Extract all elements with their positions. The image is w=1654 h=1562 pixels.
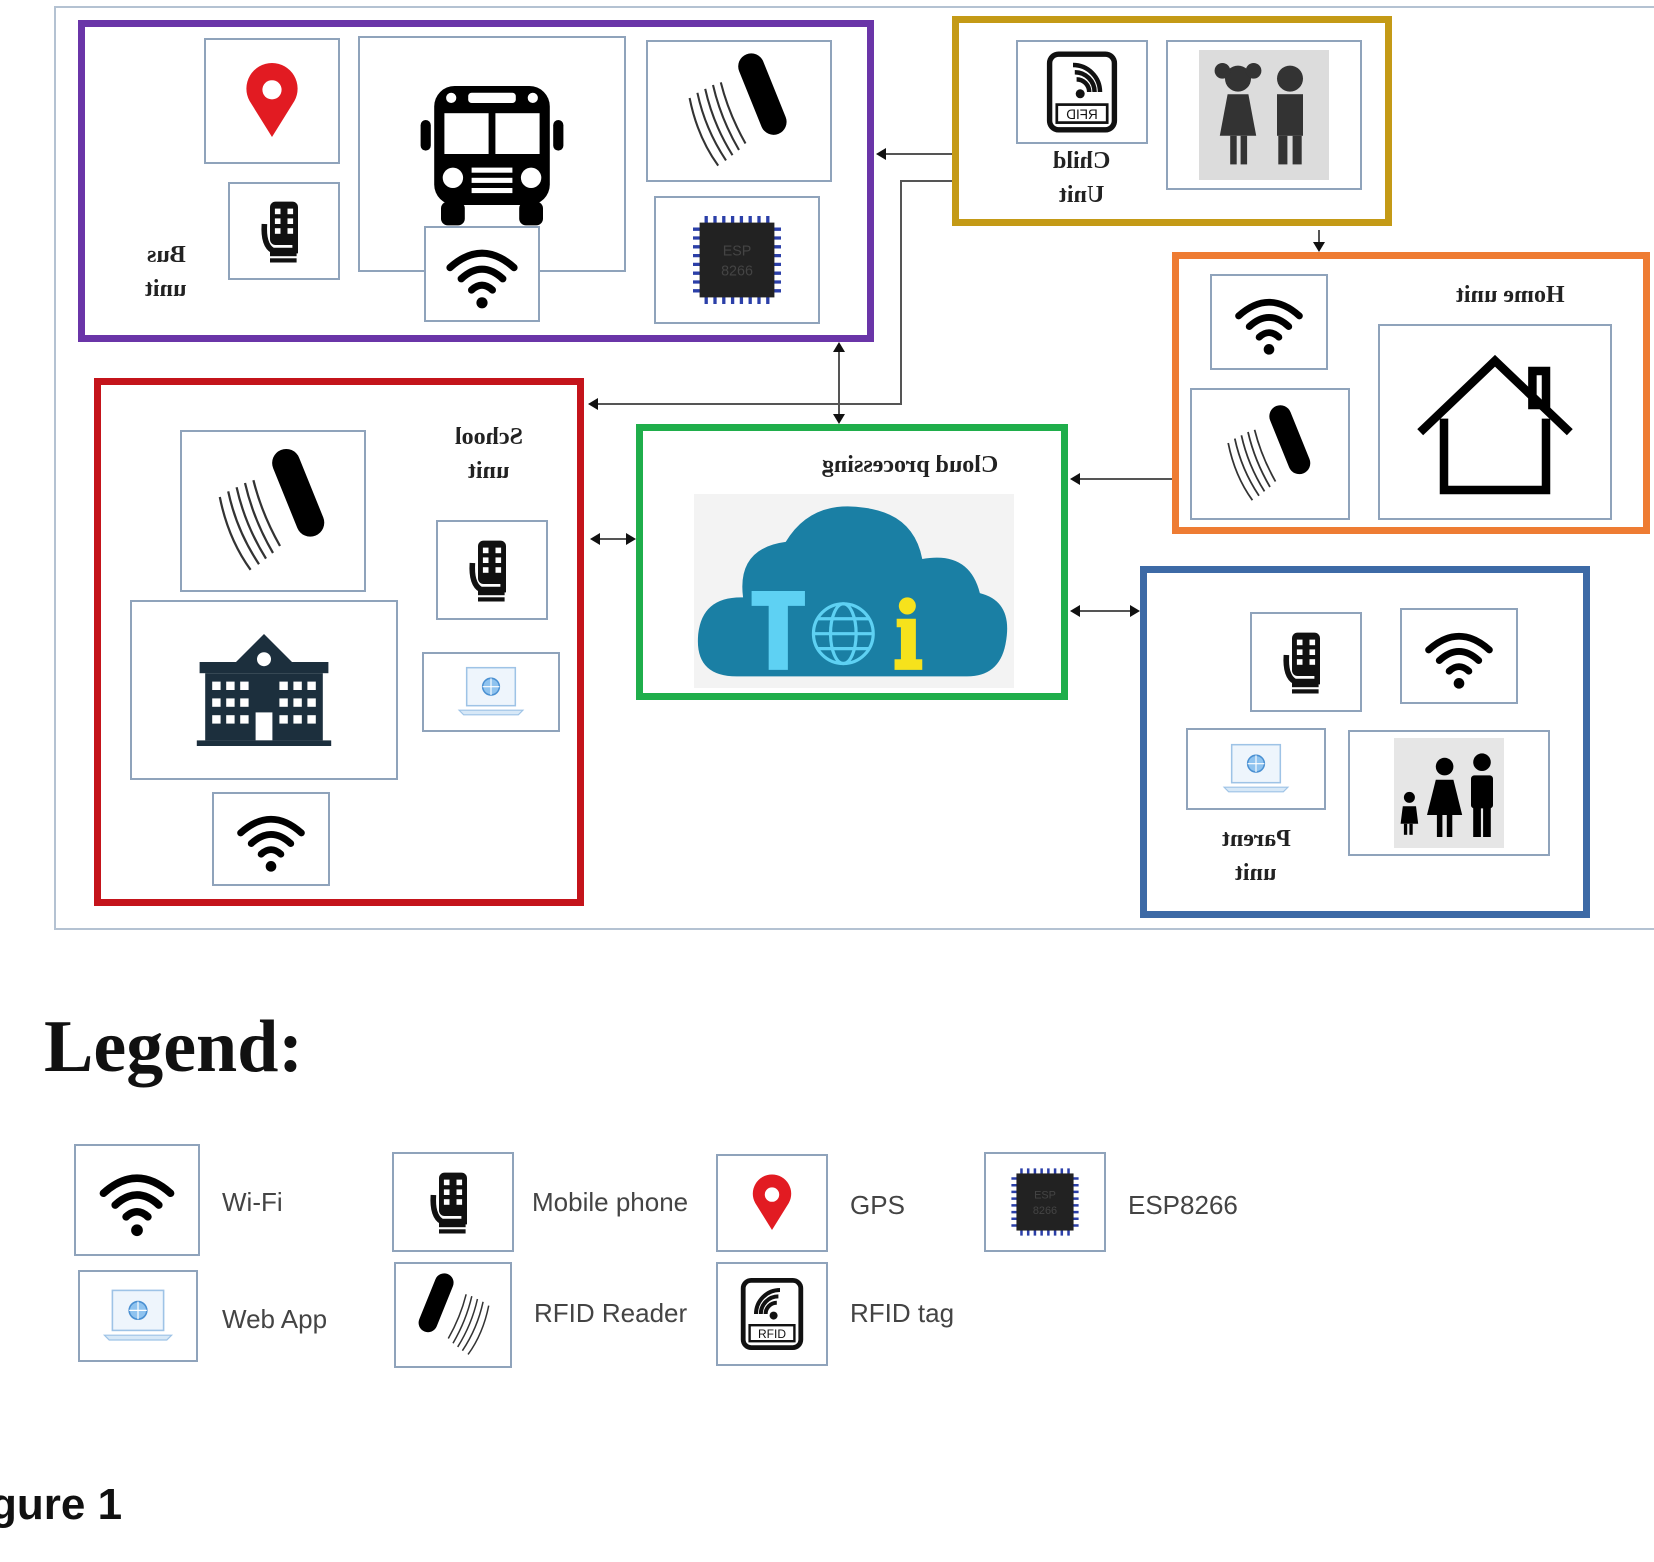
rfid-reader-icon [405, 1268, 501, 1362]
esp8266-chip-icon [1002, 1160, 1088, 1244]
house-box [1378, 324, 1612, 520]
connector-child-to-home [1318, 230, 1320, 248]
home-unit [1172, 252, 1650, 534]
arrowhead [590, 533, 600, 545]
legend-title: Legend: [44, 1006, 303, 1088]
cloud-image [694, 494, 1014, 688]
arrowhead [876, 148, 886, 160]
connector-child-to-school-v [900, 180, 902, 404]
rfid-tag-icon [732, 1272, 812, 1356]
mobile-phone-icon [457, 527, 527, 613]
legend-label-esp: ESP8266 [1128, 1190, 1238, 1220]
connector-cloud-parent [1076, 610, 1136, 612]
rfid-reader-icon [664, 46, 814, 176]
arrowhead [1070, 605, 1080, 617]
mobile-phone-icon [1271, 619, 1341, 705]
parent-webapp-box [1186, 728, 1326, 810]
legend-esp-box [984, 1152, 1106, 1252]
school-wifi-box [212, 792, 330, 886]
school-unit [94, 378, 584, 906]
house-icon [1405, 337, 1585, 507]
figure-caption: gure 1 [0, 1480, 123, 1529]
rfid-tag-icon [1037, 47, 1127, 137]
wifi-icon [1419, 618, 1499, 694]
parent-wifi-box [1400, 608, 1518, 704]
web-app-icon [436, 654, 546, 730]
legend-wifi-box [74, 1144, 200, 1256]
wifi-icon [95, 1158, 179, 1242]
legend-label-wifi: Wi-Fi [222, 1187, 283, 1217]
wifi-icon [232, 801, 310, 877]
arrowhead [1070, 473, 1080, 485]
legend-label-gps: GPS [850, 1190, 905, 1220]
school-webapp-box [422, 652, 560, 732]
web-app-icon [1201, 731, 1311, 807]
mobile-phone-icon [249, 188, 319, 274]
rfid-reader-icon [198, 441, 348, 581]
arrowhead [1130, 605, 1140, 617]
rfid-tag-box [1016, 40, 1148, 144]
family-icon [1364, 738, 1534, 848]
legend-webapp-box [78, 1270, 198, 1362]
cloud-iot-icon [694, 494, 1014, 688]
school-building-box [130, 600, 398, 780]
legend-gps-box [716, 1154, 828, 1252]
wifi-icon [1229, 284, 1309, 360]
parent-unit [1140, 566, 1590, 918]
arrowhead [833, 414, 845, 424]
legend-rfid-tag-box [716, 1262, 828, 1366]
school-mobile-box [436, 520, 548, 620]
home-unit-label: Home unit [1455, 282, 1565, 308]
arrowhead [833, 342, 845, 352]
parent-mobile-box [1250, 612, 1362, 712]
bus-unit [78, 20, 874, 342]
esp8266-chip-icon [677, 205, 797, 315]
home-wifi-box [1210, 274, 1328, 370]
mobile-box [228, 182, 340, 280]
child-unit [952, 16, 1392, 226]
cloud-unit-label: Cloud processing [821, 452, 999, 478]
legend-label-reader: RFID Reader [534, 1298, 688, 1328]
school-rfid-reader-box [180, 430, 366, 592]
connector-child-to-bus [882, 153, 952, 155]
rfid-reader-icon [1205, 399, 1335, 509]
children-icon [1189, 50, 1339, 180]
connector-school-cloud [596, 538, 632, 540]
connector-child-to-school-h1 [900, 180, 952, 182]
family-box [1348, 730, 1550, 856]
legend-label-rfid-tag: RFID tag [850, 1298, 955, 1328]
children-box [1166, 40, 1362, 190]
arrowhead [1313, 242, 1325, 252]
legend-mobile-box [392, 1152, 514, 1252]
mobile-phone-icon [418, 1160, 488, 1244]
legend-label-mobile: Mobile phone [532, 1187, 689, 1217]
school-building-icon [164, 620, 364, 760]
connector-home-to-cloud [1076, 478, 1172, 480]
legend-label-webapp: Web App [222, 1304, 328, 1334]
gps-box [204, 38, 340, 164]
home-rfid-reader-box [1190, 388, 1350, 520]
web-app-icon [90, 1276, 186, 1356]
arrowhead [588, 398, 598, 410]
esp-box [654, 196, 820, 324]
connector-bus-cloud [838, 346, 840, 420]
gps-pin-icon [742, 1163, 802, 1243]
wifi-icon [442, 234, 522, 314]
connector-child-to-school-h2 [596, 403, 902, 405]
diagram-frame [54, 6, 1654, 930]
gps-pin-icon [232, 51, 312, 151]
rfid-reader-box [646, 40, 832, 182]
cloud-processing-unit [636, 424, 1068, 700]
arrowhead [626, 533, 636, 545]
wifi-box [424, 226, 540, 322]
legend-reader-box [394, 1262, 512, 1368]
bus-icon [397, 69, 587, 239]
